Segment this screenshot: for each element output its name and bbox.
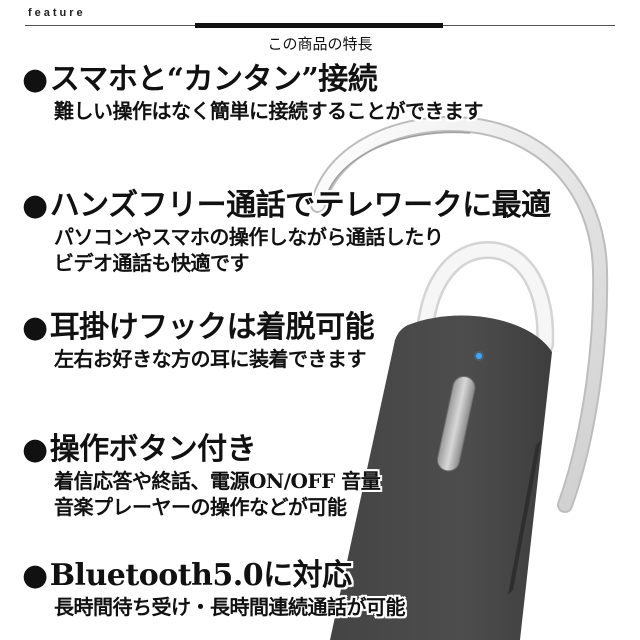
feature-heading: ●ハンズフリー通話でテレワークに最適 — [22, 188, 551, 223]
feature-item-connect: ●スマホと“カンタン”接続 難しい操作はなく簡単に接続することができます — [22, 62, 484, 124]
feature-heading: ●Bluetooth5.0に対応 — [22, 558, 352, 593]
feature-description: ビデオ通話も快適です — [54, 251, 249, 275]
bullet-icon: ● — [22, 62, 48, 97]
feature-heading: ●スマホと“カンタン”接続 — [22, 62, 378, 97]
button-icon — [436, 376, 476, 472]
bullet-icon: ● — [22, 310, 48, 345]
feature-heading: ●耳掛けフックは着脱可能 — [22, 310, 375, 345]
feature-item-bluetooth: ●Bluetooth5.0に対応 長時間待ち受け・長時間連続通話が可能 — [22, 558, 406, 620]
feature-heading: ●操作ボタン付き — [22, 432, 257, 467]
led-icon — [476, 353, 482, 359]
feature-item-handsfree: ●ハンズフリー通話でテレワークに最適 パソコンやスマホの操作しながら通話したり … — [22, 188, 551, 276]
bullet-icon: ● — [22, 188, 48, 223]
feature-description: パソコンやスマホの操作しながら通話したり — [54, 225, 444, 249]
feature-description: 左右お好きな方の耳に装着できます — [54, 347, 367, 371]
feature-description: 着信応答や終話、電源ON/OFF 音量 — [54, 469, 381, 493]
feature-description: 音楽プレーヤーの操作などが可能 — [54, 495, 347, 519]
section-label: feature — [28, 7, 86, 19]
feature-item-earhook: ●耳掛けフックは着脱可能 左右お好きな方の耳に装着できます — [22, 310, 375, 372]
section-title: この商品の特長 — [267, 35, 373, 53]
feature-description: 難しい操作はなく簡単に接続することができます — [54, 99, 484, 123]
bullet-icon: ● — [22, 558, 48, 593]
feature-description: 長時間待ち受け・長時間連続通話が可能 — [54, 595, 406, 619]
header-accent-bar — [195, 23, 443, 28]
bullet-icon: ● — [22, 432, 48, 467]
feature-item-buttons: ●操作ボタン付き 着信応答や終話、電源ON/OFF 音量 音楽プレーヤーの操作な… — [22, 432, 381, 520]
